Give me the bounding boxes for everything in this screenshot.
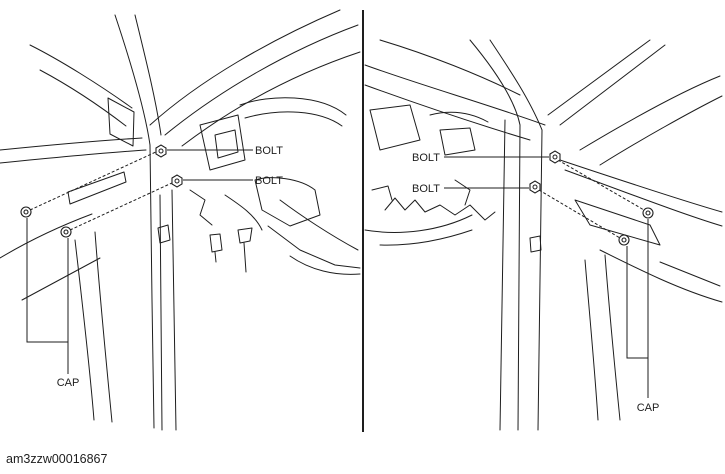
figure-id: am3zzw00016867 [6,452,108,466]
cap-bracket [626,246,648,359]
cap-icon [642,207,654,219]
cap-bracket [26,218,68,343]
bolt-icon [549,150,561,164]
right-interior-drawing [364,39,723,431]
bolt-icon [171,174,183,188]
cap-icon [60,226,72,238]
right-view: BOLT BOLT CAP [364,39,723,431]
cap-icon [618,234,630,246]
left-view: BOLT BOLT CAP [0,9,361,431]
bolt-icon [529,180,541,194]
bolt-label-upper: BOLT [412,152,440,164]
bolt-label-lower: BOLT [412,183,440,195]
guide-line [557,159,645,211]
cap-icon [20,206,32,218]
guide-line [69,181,175,231]
cap-label: CAP [57,377,80,389]
guide-line [29,150,159,211]
bolt-label-lower: BOLT [255,175,283,187]
cap-label: CAP [637,402,660,414]
bolt-label-upper: BOLT [255,145,283,157]
left-interior-drawing [0,9,361,431]
guide-line [538,189,621,239]
bolt-icon [155,144,167,158]
